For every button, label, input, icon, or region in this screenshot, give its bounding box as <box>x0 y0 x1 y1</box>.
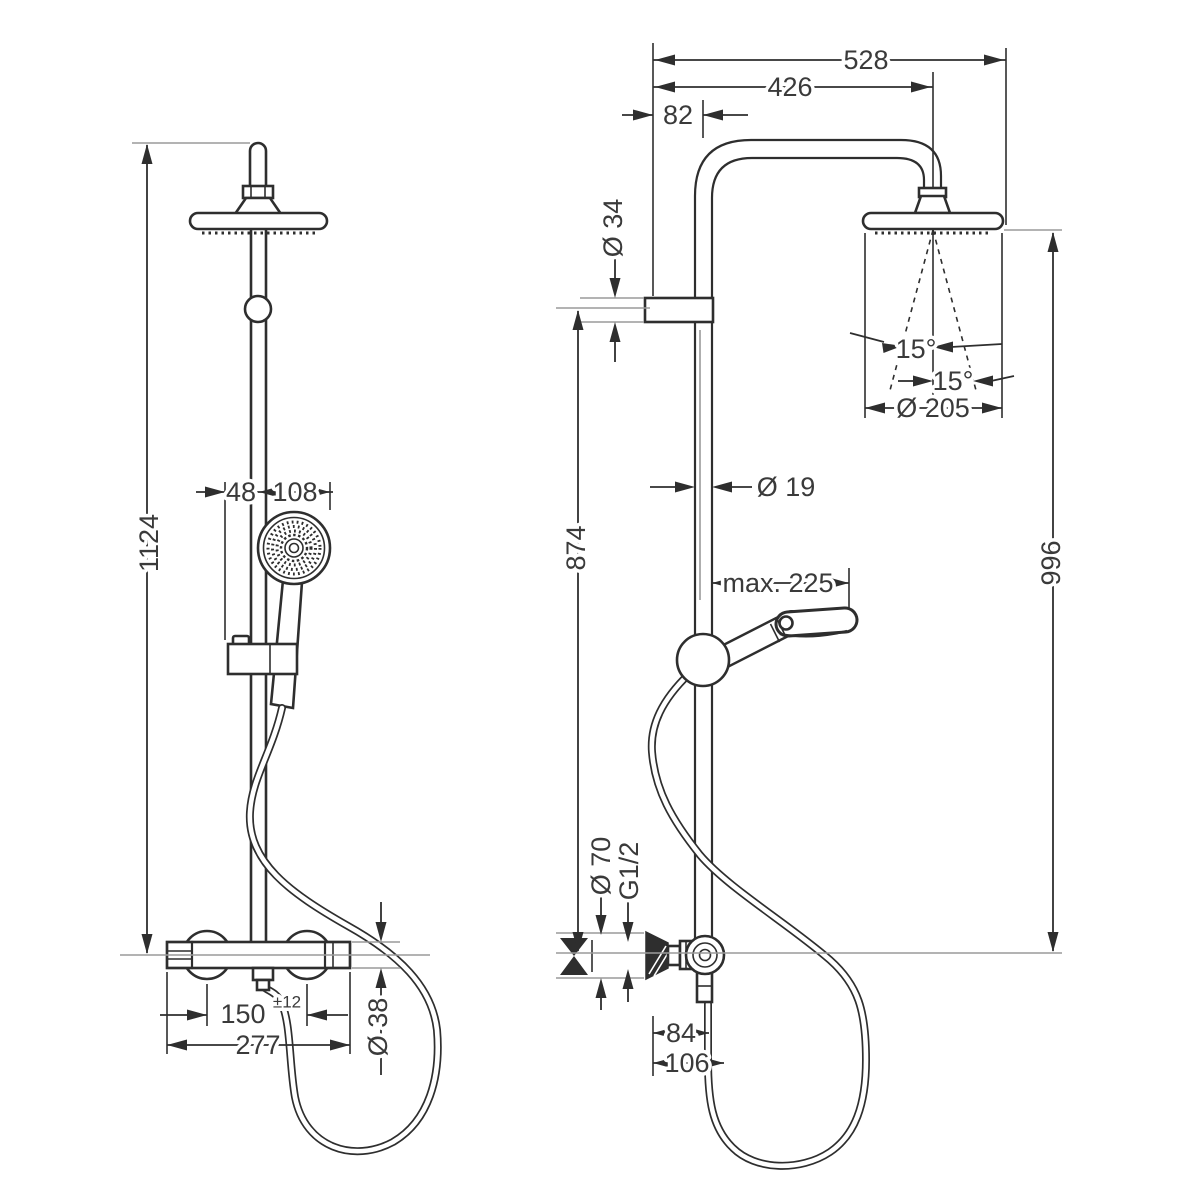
dim-label: Ø 34 <box>598 199 628 258</box>
dim-label: 874 <box>561 525 591 570</box>
angle-label: 15° <box>933 366 974 396</box>
spray-line-left <box>888 229 934 395</box>
spray-edge <box>779 629 848 638</box>
dim-escutcheon-and-thread: Ø 70 G1/2 <box>583 833 648 1010</box>
dim-bracket-diameter: Ø 34 <box>595 195 632 362</box>
dim-label: Ø 205 <box>896 393 970 423</box>
dim-head-diameter: Ø 205 <box>865 390 1002 427</box>
dim-label: 82 <box>663 100 693 130</box>
dim-label: 108 <box>272 477 317 507</box>
dim-label: 48 <box>226 477 256 507</box>
dim-slider-and-handshower: 48 108 <box>196 474 333 640</box>
dim-label: Ø 38 <box>363 998 393 1057</box>
dim-label: 996 <box>1036 540 1066 585</box>
riser-and-arm-side <box>693 138 943 955</box>
dim-overall-height: 1124 <box>131 144 168 954</box>
connection-nipple <box>666 944 682 967</box>
dim-label: 84 <box>666 1018 696 1048</box>
shower-cone-side <box>913 194 952 215</box>
spray-line-right <box>932 229 978 395</box>
dim-bar-height: 874 <box>558 310 595 952</box>
arm-outer-edge <box>693 138 943 955</box>
dim-label: Ø 19 <box>757 472 816 502</box>
swivel-ball-front <box>243 294 273 324</box>
dim-label: 1124 <box>134 514 164 572</box>
shower-hose-side <box>647 670 871 1170</box>
dim-label: 528 <box>843 45 888 75</box>
dim-label: 150 <box>220 999 265 1029</box>
overhead-disc-front <box>188 211 329 231</box>
dim-label: max. 225 <box>722 568 833 598</box>
side-view: 528 426 82 Ø 34 <box>556 42 1070 1170</box>
dim-pipe-diameter: Ø 19 <box>650 469 819 506</box>
dim-overall-depth: 528 <box>653 42 1006 79</box>
spray-angle-annotation: 15° 15° <box>849 229 1015 418</box>
shower-hose-front <box>245 704 442 1156</box>
front-view: 1124 48 108 150 ±12 <box>120 141 442 1156</box>
dim-arm-projection: 426 <box>653 69 933 106</box>
valve-connection-side <box>560 930 726 1004</box>
overhead-shower-side <box>861 186 1005 235</box>
dim-tolerance: ±12 <box>273 993 301 1012</box>
wall-fitting-section <box>560 938 588 975</box>
dim-outlet-and-hose-offset: 84 106 <box>652 1015 724 1082</box>
slider-knob-side <box>675 632 731 688</box>
shower-cone <box>232 196 284 216</box>
escutcheon-side <box>645 930 669 981</box>
slider-block <box>226 642 299 676</box>
dim-mixer-diameter: Ø 38 <box>360 902 397 1075</box>
wall-bracket-side <box>643 296 715 324</box>
dim-mixer-width: 277 <box>166 972 351 1064</box>
overhead-disc-side <box>861 211 1005 231</box>
dim-label: G1/2 <box>614 842 644 901</box>
dim-label: 426 <box>767 72 812 102</box>
dim-wall-offset: 82 <box>622 97 748 134</box>
valve-outlet-stub <box>251 966 275 982</box>
angle-label: 15° <box>896 334 937 364</box>
dim-connection-distance: 150 ±12 <box>160 984 348 1033</box>
arm-inner-edge <box>710 156 926 955</box>
hand-shower-front <box>256 510 332 586</box>
shower-collar <box>241 184 275 200</box>
hose-stub <box>695 970 714 1004</box>
dim-label: 277 <box>235 1030 280 1060</box>
dim-label: 106 <box>664 1048 709 1078</box>
slider-holder-front <box>226 634 299 676</box>
valve-body-side <box>684 934 726 976</box>
dim-handshower-projection: max. 225 <box>712 565 850 608</box>
arrow-down <box>141 934 153 954</box>
arrow-up <box>141 144 153 164</box>
dim-label: Ø 70 <box>586 837 616 896</box>
dim-head-height: 996 <box>1033 232 1070 952</box>
overhead-shower-front <box>188 141 329 235</box>
